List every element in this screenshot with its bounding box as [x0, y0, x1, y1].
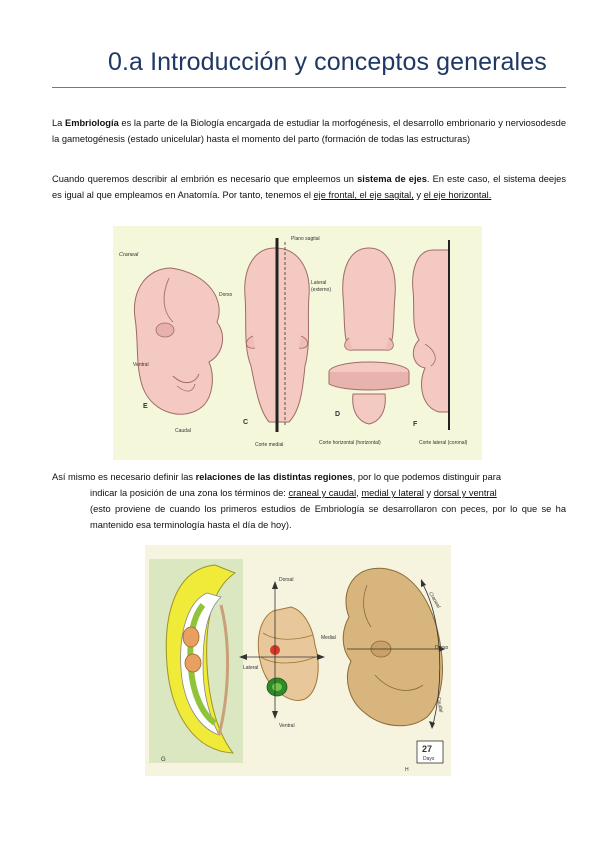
embryo-lateral-view	[133, 267, 224, 415]
label-ventral-2: Ventral	[279, 723, 295, 729]
p2-axes-underlined: eje frontal, el eje sagital,	[313, 190, 414, 200]
label-lateral: Lateral	[311, 280, 326, 286]
label-medial: Medial	[321, 635, 336, 641]
p3-text-1: Así mismo es necesario definir las	[52, 472, 196, 482]
p3-term-dorsal-ventral: dorsal y ventral	[433, 488, 497, 498]
embryo-coronal-cut	[412, 240, 450, 430]
p2-axis-horizontal: el eje horizontal.	[423, 190, 492, 200]
label-d: D	[335, 411, 340, 418]
p1-text-1: La	[52, 118, 66, 128]
days-box	[416, 740, 444, 764]
label-h: H	[405, 767, 409, 773]
label-dorso-2: Dorso	[435, 645, 449, 651]
p3-text-6: (esto proviene de cuando los primeros es…	[90, 504, 566, 530]
embryo-section-colored: G	[149, 559, 243, 763]
embryo-frontal-view	[244, 238, 310, 432]
figure-embryo-regions: G Dorsal Ventral Medial Lateral	[145, 545, 451, 776]
p2-text-1: Cuando queremos describir al embrión es …	[52, 174, 358, 184]
paragraph-axes: Cuando queremos describir al embrión es …	[52, 171, 566, 203]
p3-term-medial-lateral: medial y lateral	[361, 488, 424, 498]
label-e: E	[143, 403, 148, 410]
p3-term-relaciones: relaciones de las distintas regiones	[195, 472, 353, 482]
embryo-brown-lateral	[342, 567, 445, 729]
label-c: C	[243, 419, 248, 426]
title-divider	[52, 87, 566, 88]
p2-text-2: . En este caso, el sistema deejes es igu…	[52, 174, 566, 200]
p3-term-craneal-caudal: craneal y caudal	[288, 488, 357, 498]
p3-text-4: ,	[356, 488, 362, 498]
label-caudal: Caudal	[175, 428, 191, 434]
label-corte-lateral: Corte lateral (coronal)	[419, 440, 468, 446]
embryo-cross-section	[239, 581, 325, 719]
page-title: 0.a Introducción y conceptos generales	[108, 48, 547, 76]
p3-indented-block: indicar la posición de una zona los térm…	[52, 485, 566, 533]
label-plano-sagital: Plano sagital	[291, 236, 320, 242]
label-g: G	[161, 757, 166, 763]
figure-embryo-axes: Craneal Dorso Ventral Caudal E Plano sag…	[113, 226, 482, 460]
paragraph-regions: Así mismo es necesario definir las relac…	[52, 469, 566, 533]
figure-embryo-axes-drawing: Craneal Dorso Ventral Caudal E Plano sag…	[119, 236, 468, 448]
label-f: F	[413, 421, 418, 428]
label-craneal: Craneal	[119, 252, 139, 258]
paragraph-definition: La Embriología es la parte de la Biologí…	[52, 115, 566, 147]
p1-term-embriologia: Embriología	[65, 118, 119, 128]
label-lateral-externo: (externo)	[311, 287, 331, 293]
label-days: Days	[423, 756, 435, 762]
p3-text-5: y	[423, 488, 434, 498]
label-corte-horizontal: Corte horizontal (horizontal)	[319, 440, 381, 446]
p2-term-sistema-ejes: sistema de ejes	[357, 174, 427, 184]
embryo-horizontal-cut	[328, 247, 410, 425]
p1-text-2: es la parte de la Biología encargada de …	[52, 118, 566, 144]
label-ventral: Ventral	[133, 362, 149, 368]
label-dorsal: Dorsal	[279, 577, 293, 583]
label-corte-medial: Corte medial	[255, 442, 283, 448]
p2-text-3: y	[413, 190, 424, 200]
label-dorso: Dorso	[219, 292, 233, 298]
label-days-number: 27	[422, 744, 432, 754]
label-lateral-2: Lateral	[243, 665, 258, 671]
label-caudal-2: Caudal	[435, 696, 444, 714]
p3-text-2: , por lo que podemos distinguir para	[352, 472, 502, 482]
figure-embryo-regions-drawing: G Dorsal Ventral Medial Lateral	[149, 559, 449, 773]
p3-text-3: indicar la posición de una zona los térm…	[90, 488, 289, 498]
